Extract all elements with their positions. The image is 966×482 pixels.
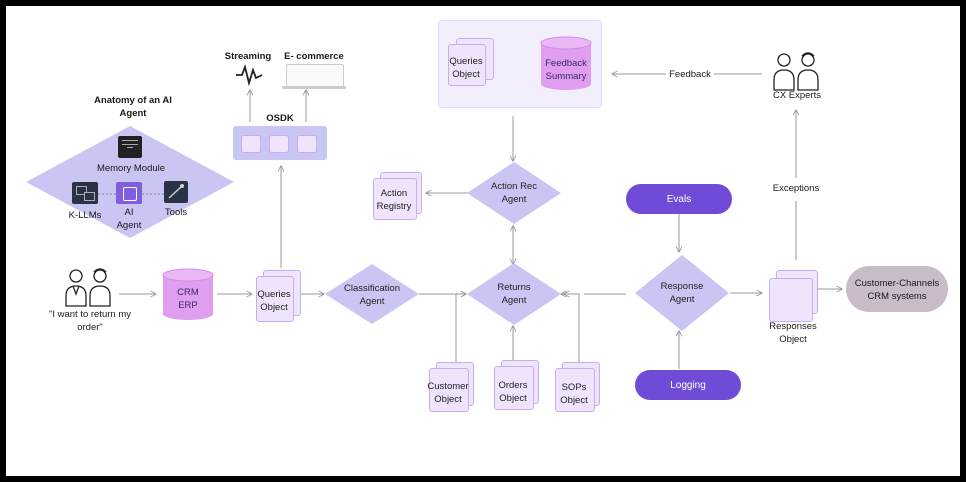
anatomy-title: Anatomy of an AI Agent [78,94,188,120]
action-registry-label: Action Registry [368,187,420,213]
feedback-label: Feedback [669,69,711,80]
orders-object-label: Orders Object [488,379,538,405]
responses-object-label: Responses Object [758,320,828,346]
response-agent-diamond[interactable] [634,254,730,332]
queries-object-line2: Object [260,302,288,313]
action-rec-agent-label: Action Rec Agent [466,180,562,206]
cx-experts-icon [773,52,819,91]
orders-object-line2: Object [499,393,527,404]
response-agent-line1: Response [660,281,704,292]
k-llms-label: K-LLMs [68,210,102,221]
returns-agent-line2: Agent [501,295,527,306]
crm-erp-label: CRM ERP [162,286,214,312]
tools-label: Tools [164,207,188,218]
responses-object-line2: Object [779,334,807,345]
ecommerce-label: E- commerce [284,51,344,62]
classification-agent-line1: Classification [344,283,400,294]
ai-agent-label-line1: AI [124,207,134,218]
sops-object-card[interactable] [555,368,595,412]
returns-agent-label: Returns Agent [466,281,562,307]
tools-icon [164,181,188,203]
feedback-summary-cylinder [540,36,592,90]
feedback-queries-line1: Queries [449,56,483,67]
customer-channels-label: Customer-Channels CRM systems [844,277,950,303]
feedback-queries-line2: Object [452,69,480,80]
laptop-icon [286,64,344,88]
osdk-box[interactable] [233,126,327,160]
orders-object-line1: Orders [498,380,528,391]
response-agent-label: Response Agent [634,280,730,306]
erp-label: ERP [178,300,198,311]
osdk-label: OSDK [266,113,294,124]
customer-channels-line2: CRM systems [867,291,927,302]
customer-object-line1: Customer [427,381,469,392]
evals-pill[interactable]: Evals [626,184,732,214]
arrow-sops-to-returns [564,294,580,368]
diagram-canvas: Anatomy of an AI Agent Memory Module K-L… [6,6,960,476]
queries-object-card[interactable] [256,276,294,322]
returns-agent-diamond[interactable] [466,262,562,326]
k-llms-icon [72,182,98,204]
customer-quote-line1: "I want to return my [48,309,132,320]
customer-channels-pill[interactable] [846,266,948,312]
anatomy-title-line1: Anatomy of an AI [94,95,172,106]
osdk-card-1 [241,135,261,153]
action-registry-line1: Action [380,188,408,199]
crm-label: CRM [177,287,199,298]
classification-agent-line2: Agent [359,296,385,307]
cx-experts-label: CX Experts [772,90,822,101]
laptop-base-icon [282,86,346,89]
feedback-queries-card[interactable] [448,44,486,86]
customer-object-label: Customer Object [423,380,473,406]
sops-object-label: SOPs Object [549,381,599,407]
customer-object-card[interactable] [429,368,469,412]
osdk-card-3 [297,135,317,153]
action-rec-agent-line2: Agent [501,194,527,205]
responses-object-line1: Responses [769,321,817,332]
streaming-label: Streaming [224,51,272,62]
streaming-waveform-icon [236,64,263,86]
responses-object-card[interactable] [769,278,813,322]
ai-agent-label: AI Agent [110,206,148,232]
feedback-queries-label: Queries Object [441,55,491,81]
memory-module-icon [118,136,142,158]
response-agent-line2: Agent [669,294,695,305]
action-rec-agent-diamond[interactable] [466,161,562,225]
sops-object-line2: Object [560,395,588,406]
queries-object-label: Queries Object [250,288,298,314]
ai-agent-icon [116,182,142,204]
arrow-customer-object-to-returns [455,294,466,366]
sops-object-line1: SOPs [561,382,587,393]
action-registry-line2: Registry [376,201,412,212]
anatomy-connectors [98,193,164,195]
classification-agent-label: Classification Agent [324,282,420,308]
customer-object-line2: Object [434,394,462,405]
classification-agent-diamond[interactable] [324,263,420,325]
orders-object-card[interactable] [494,366,534,410]
feedback-summary-line1: Feedback [545,58,587,69]
memory-module-label: Memory Module [96,163,166,174]
returns-agent-line1: Returns [497,282,531,293]
action-rec-agent-line1: Action Rec [491,181,537,192]
feedback-summary-label: Feedback Summary [538,57,594,83]
customer-quote: "I want to return my order" [42,308,138,334]
logging-pill[interactable]: Logging [635,370,741,400]
anatomy-title-line2: Agent [119,108,147,119]
exceptions-label: Exceptions [772,183,820,194]
customer-icon [65,268,111,307]
customer-channels-line1: Customer-Channels [854,278,940,289]
customer-quote-line2: order" [77,322,103,333]
osdk-card-2 [269,135,289,153]
queries-object-line1: Queries [257,289,291,300]
action-registry-card[interactable] [373,178,417,220]
ai-agent-label-line2: Agent [116,220,142,231]
crm-erp-cylinder [162,268,214,320]
feedback-summary-line2: Summary [545,71,587,82]
